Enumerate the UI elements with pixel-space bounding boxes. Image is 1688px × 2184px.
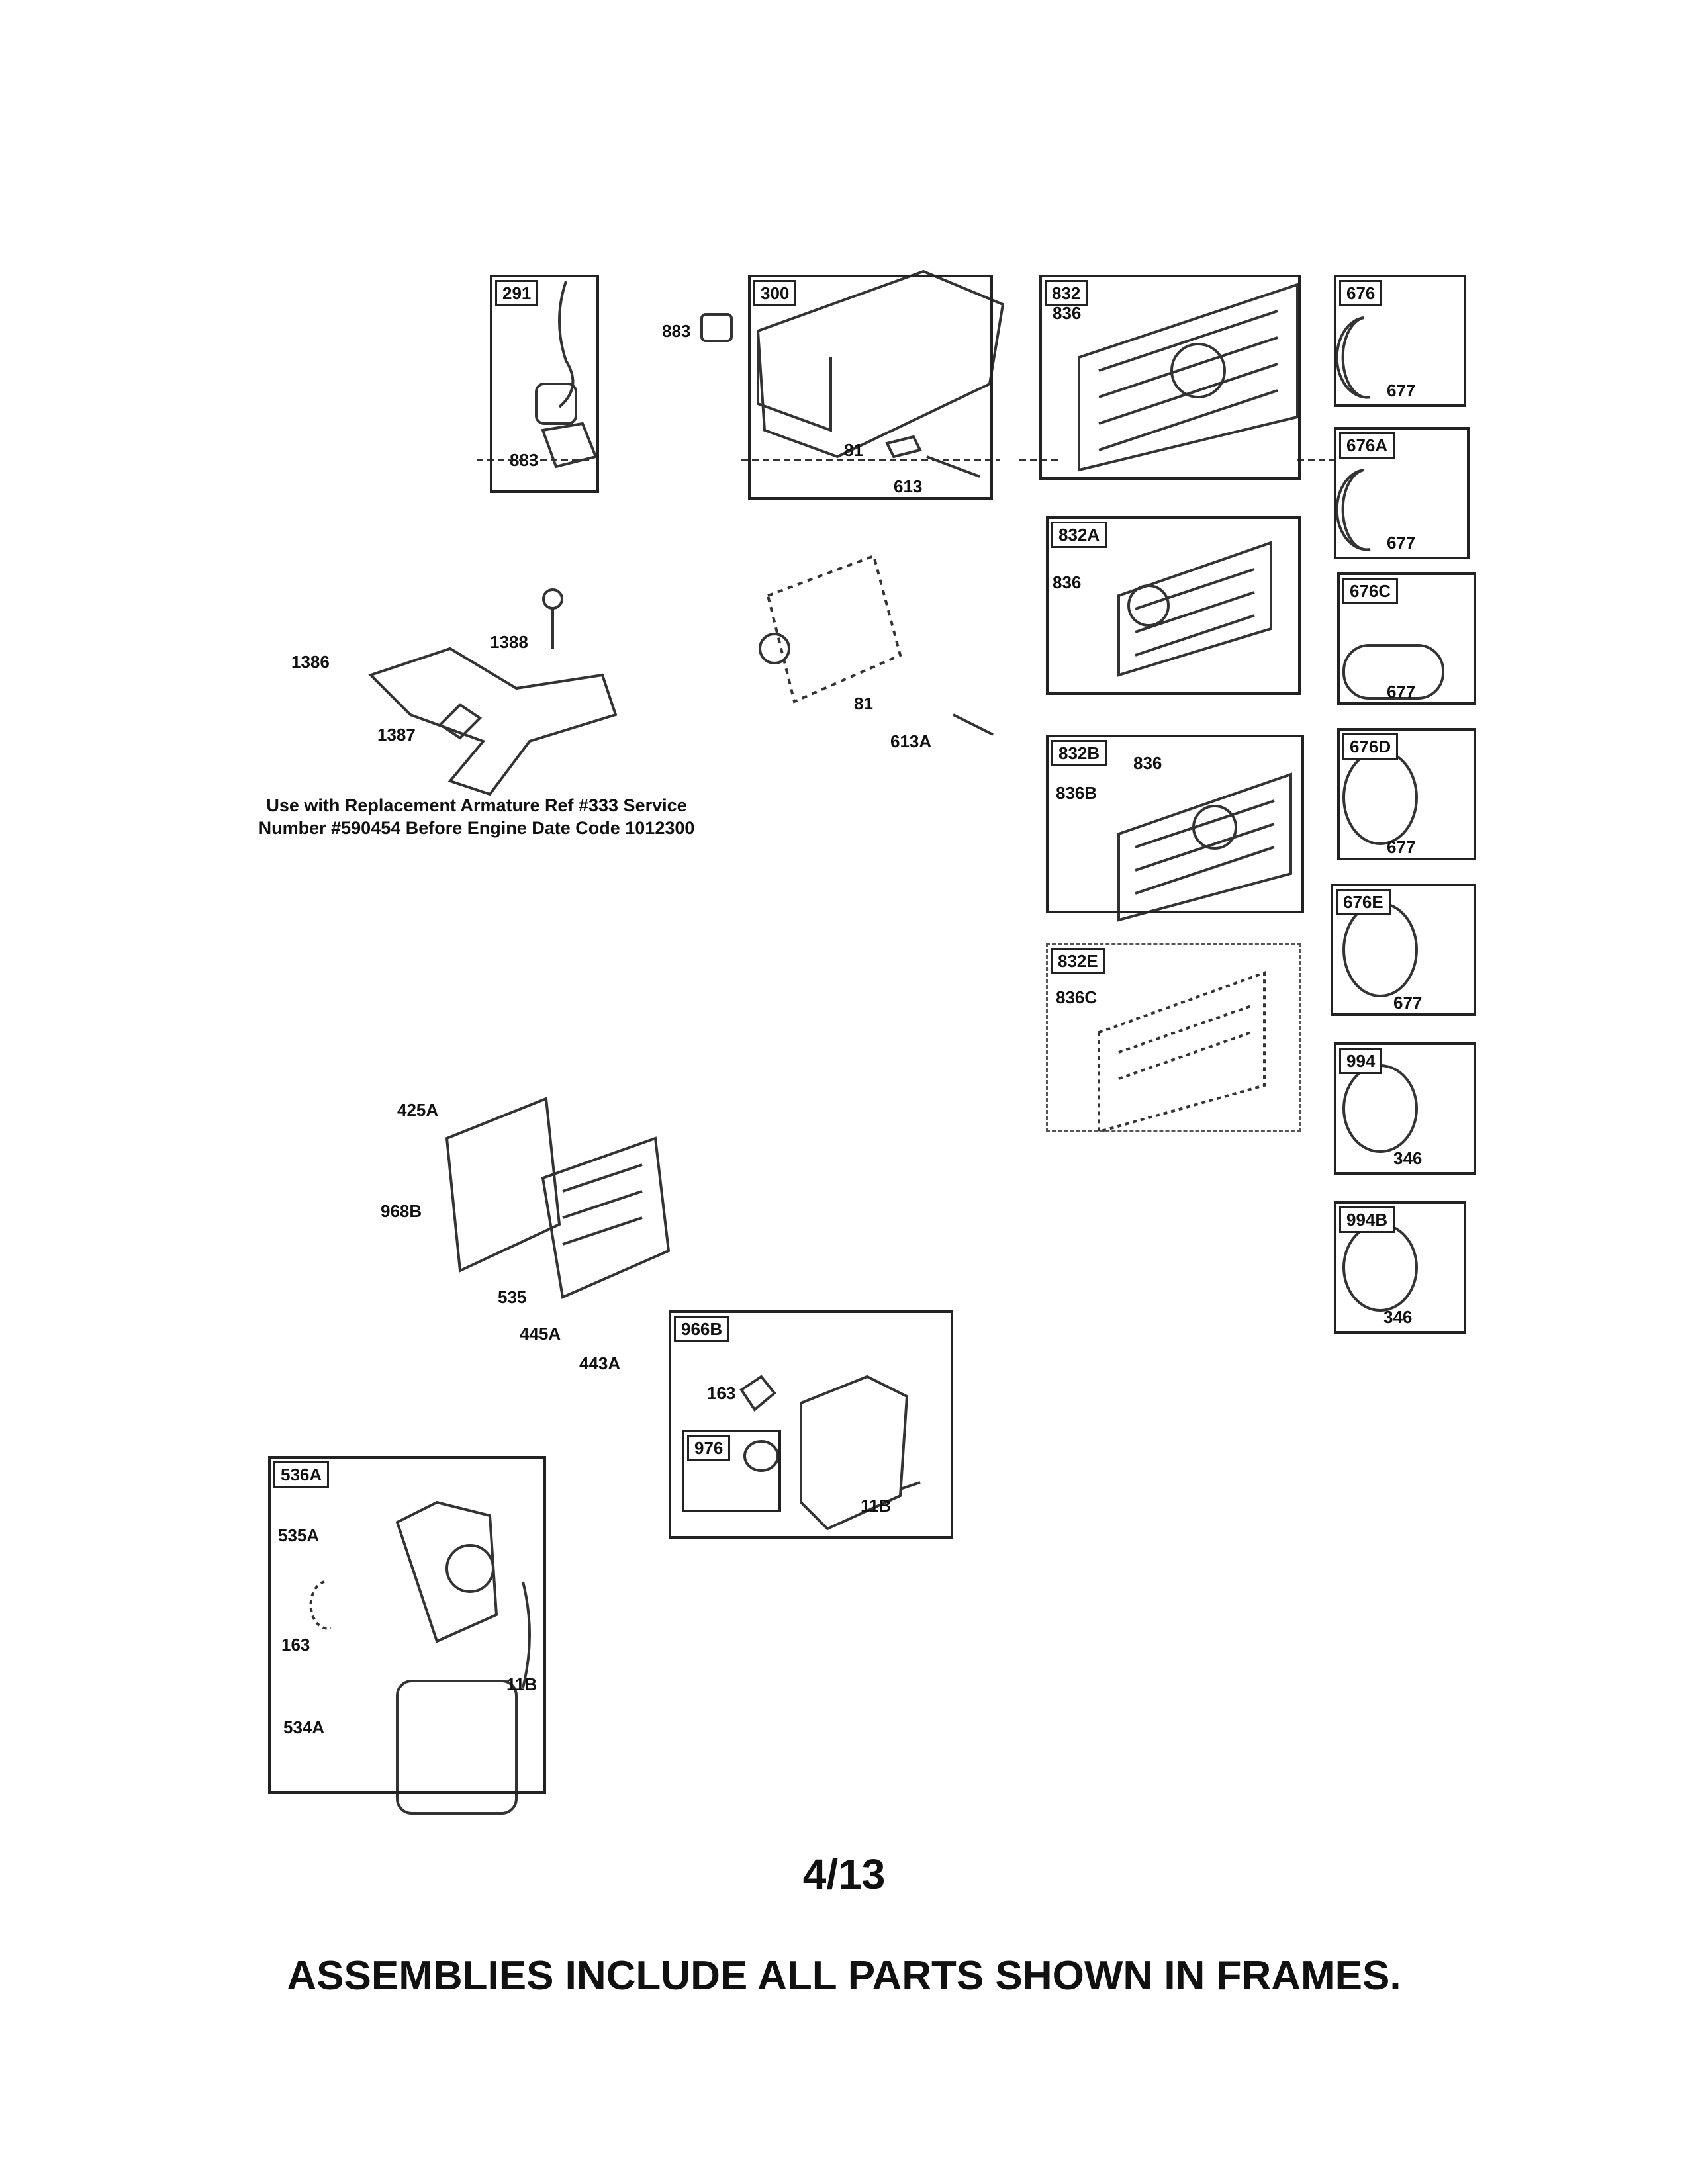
- frame-300: 300: [748, 275, 993, 500]
- frame-676d: 676D: [1337, 728, 1476, 860]
- part-label: 535A: [278, 1525, 320, 1545]
- part-label: 81: [854, 694, 873, 713]
- part-label: 346: [1383, 1307, 1413, 1327]
- part-label: 883: [510, 450, 539, 470]
- frame-tag: 676C: [1342, 578, 1399, 604]
- frame-tag: 994: [1339, 1048, 1383, 1074]
- part-label: 613A: [890, 731, 932, 751]
- governor-linkage-drawing: [368, 588, 618, 796]
- frame-tag: 291: [495, 280, 539, 306]
- frame-676: 676: [1334, 275, 1466, 407]
- part-label: 346: [1393, 1148, 1423, 1168]
- part-label: 836: [1053, 303, 1082, 323]
- part-label: 677: [1387, 533, 1416, 553]
- frame-966b: 966B: [669, 1310, 953, 1539]
- frame-291: 291: [490, 275, 599, 493]
- part-label: 836C: [1056, 987, 1098, 1007]
- fuel-tank-drawing: [309, 1500, 531, 1815]
- part-label: 445A: [520, 1324, 561, 1343]
- muffler-guard-a-drawing: [1117, 541, 1272, 677]
- frame-tag: 832E: [1051, 948, 1105, 974]
- frame-832e: 832E: [1046, 943, 1301, 1132]
- frame-tag: 676E: [1336, 889, 1391, 915]
- part-label: 677: [1393, 993, 1423, 1013]
- note-line-1: Use with Replacement Armature Ref #333 S…: [266, 796, 687, 815]
- frame-tag: 676D: [1342, 733, 1399, 760]
- muffler-drawing: [700, 269, 1005, 478]
- frame-676e: 676E: [1331, 884, 1476, 1016]
- muffler-outline-drawing: [759, 554, 994, 736]
- part-label: 163: [281, 1635, 310, 1655]
- footer-text: ASSEMBLIES INCLUDE ALL PARTS SHOWN IN FR…: [287, 1953, 1401, 1999]
- kill-wire-drawing: [535, 281, 598, 469]
- part-label: 613: [894, 477, 923, 496]
- frame-tag: 832B: [1051, 740, 1107, 766]
- frame-676c: 676C: [1337, 572, 1476, 705]
- frame-tag: 832A: [1051, 522, 1107, 548]
- part-label: 677: [1387, 682, 1416, 702]
- page-number: 4/13: [802, 1850, 886, 1898]
- frame-536a: 536A: [268, 1456, 546, 1794]
- frame-676a: 676A: [1334, 427, 1470, 559]
- note-line-2: Number #590454 Before Engine Date Code 1…: [258, 818, 695, 838]
- frame-tag: 994B: [1339, 1206, 1395, 1233]
- frame-832a: 832A: [1046, 516, 1301, 695]
- part-label: 836B: [1056, 783, 1098, 803]
- frame-994: 994: [1334, 1042, 1476, 1175]
- part-label: 534A: [283, 1717, 325, 1737]
- part-label: 1387: [377, 725, 416, 745]
- part-label: 535: [498, 1287, 527, 1307]
- frame-994b: 994B: [1334, 1201, 1466, 1334]
- part-label: 163: [707, 1383, 736, 1403]
- frame-832: 832: [1039, 275, 1301, 480]
- part-label: 443A: [579, 1353, 621, 1373]
- part-label: 1386: [291, 652, 330, 672]
- frame-tag: 976: [687, 1435, 731, 1461]
- part-label: 1388: [490, 632, 528, 652]
- part-label: 836: [1053, 572, 1082, 592]
- carburetor-drawing: [739, 1375, 921, 1531]
- frame-832b: 832B: [1046, 735, 1304, 913]
- frame-tag: 832: [1045, 280, 1088, 306]
- air-cleaner-base-drawing: [445, 1097, 671, 1299]
- part-label: 836: [1133, 753, 1162, 773]
- muffler-guard-b-drawing: [1117, 772, 1292, 922]
- frame-tag: 676: [1339, 280, 1383, 306]
- part-label: 425A: [397, 1100, 439, 1120]
- muffler-guard-drawing: [1078, 283, 1299, 472]
- frame-976: 976: [682, 1430, 781, 1512]
- part-label: 883: [662, 321, 691, 341]
- part-label: 677: [1387, 381, 1416, 400]
- part-label: 11B: [861, 1496, 892, 1516]
- frame-tag: 300: [753, 280, 797, 306]
- muffler-guard-e-drawing: [1098, 971, 1266, 1134]
- part-label: 11B: [506, 1674, 538, 1694]
- frame-tag: 676A: [1339, 432, 1395, 459]
- replacement-note: Use with Replacement Armature Ref #333 S…: [218, 794, 735, 839]
- frame-tag: 966B: [674, 1316, 730, 1342]
- part-label: 81: [844, 440, 863, 460]
- part-label: 677: [1387, 837, 1416, 857]
- part-label: 968B: [381, 1201, 422, 1221]
- frame-tag: 536A: [273, 1461, 330, 1488]
